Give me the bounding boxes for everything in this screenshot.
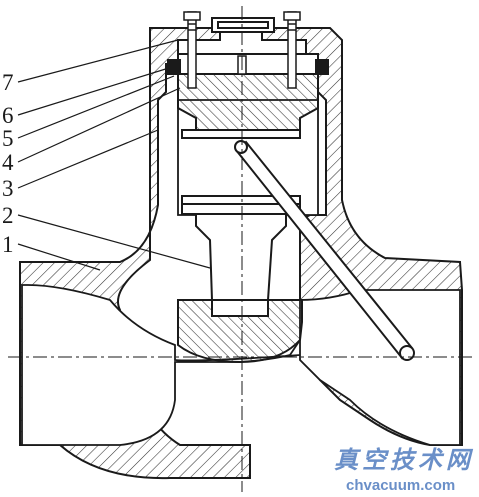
watermark: 真空技术网 chvacuum.com bbox=[334, 445, 474, 494]
watermark-url: chvacuum.com bbox=[346, 477, 455, 494]
callout-1: 1 bbox=[2, 232, 14, 257]
callout-labels: 7 6 5 4 3 2 1 bbox=[2, 70, 14, 257]
bonnet bbox=[167, 17, 329, 131]
centerlines bbox=[8, 6, 472, 492]
callout-2: 2 bbox=[2, 203, 14, 228]
callout-6: 6 bbox=[2, 103, 14, 128]
callout-7: 7 bbox=[2, 70, 14, 95]
disc bbox=[177, 213, 303, 364]
leader-lines bbox=[17, 39, 211, 271]
callout-3: 3 bbox=[2, 176, 14, 201]
watermark-cn: 真空技术网 bbox=[334, 445, 474, 474]
disc-guide bbox=[181, 129, 301, 215]
callout-4: 4 bbox=[2, 150, 14, 175]
callout-5: 5 bbox=[2, 126, 14, 151]
